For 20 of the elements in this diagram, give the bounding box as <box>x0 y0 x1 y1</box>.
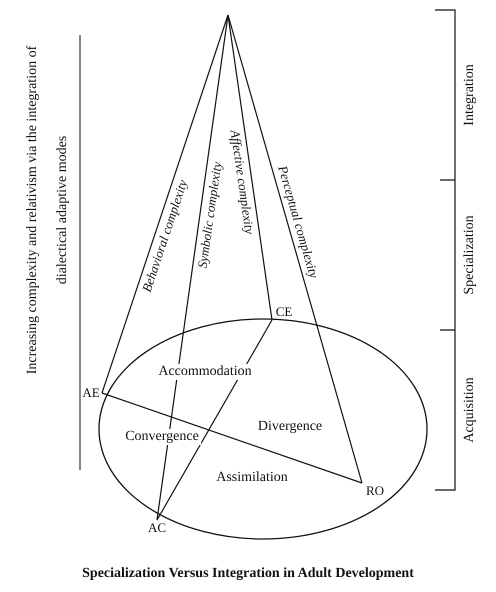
line <box>227 14 273 320</box>
caption: Specialization Versus Integration in Adult Development <box>82 566 414 581</box>
region-label: Divergence <box>256 419 324 435</box>
line <box>156 320 273 520</box>
scale-label: Integration <box>462 64 478 126</box>
point-label: AC <box>145 520 169 536</box>
region-label: Convergence <box>123 429 201 445</box>
region-label: Accommodation <box>156 364 254 380</box>
edge-label: Symbolic complexity <box>194 160 226 270</box>
line <box>156 14 229 520</box>
point-label: RO <box>362 483 388 499</box>
edge-label: Affective complexity <box>226 128 258 236</box>
line <box>101 14 229 394</box>
point-label: AE <box>80 385 102 401</box>
point-label: CE <box>272 304 296 320</box>
scale-label: Acquisition <box>462 377 478 443</box>
line <box>102 392 362 484</box>
scale-label: Specialization <box>462 215 478 295</box>
side-heading: Increasing complexity and relativism via the integration of dialectical adaptive modes <box>24 45 71 375</box>
line <box>227 14 363 484</box>
